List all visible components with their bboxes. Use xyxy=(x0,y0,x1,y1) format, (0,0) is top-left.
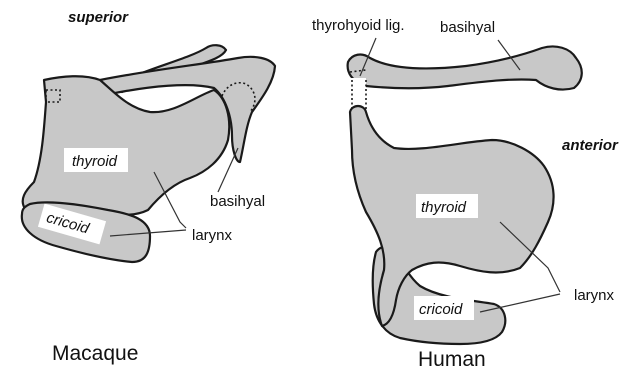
human-basihyal-shape xyxy=(348,46,582,89)
macaque-species-label: Macaque xyxy=(52,342,138,365)
macaque-larynx-label: larynx xyxy=(192,227,233,244)
macaque-basihyal-label: basihyal xyxy=(210,193,265,210)
human-basihyal-label: basihyal xyxy=(440,19,495,36)
anterior-direction-label: anterior xyxy=(562,137,619,154)
human-thyrohyoid-label: thyrohyoid lig. xyxy=(312,17,405,34)
human-larynx-label: larynx xyxy=(574,287,615,304)
superior-direction-label: superior xyxy=(68,9,129,26)
human-species-label: Human xyxy=(418,348,486,371)
human-thyroid-label: thyroid xyxy=(421,199,467,216)
macaque-thyroid-label: thyroid xyxy=(72,153,118,170)
human-cricoid-label: cricoid xyxy=(419,301,463,318)
macaque-thyroid-shape xyxy=(23,76,230,215)
